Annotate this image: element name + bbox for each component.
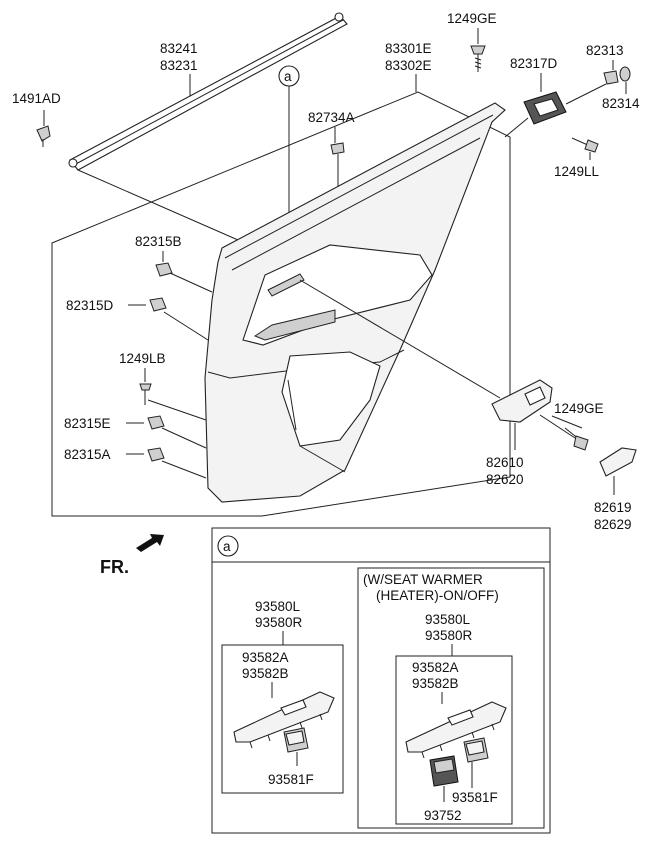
inner-handle-82610 (491, 379, 553, 423)
inset-right-box (357, 567, 545, 829)
cover-82619 (599, 447, 637, 477)
ref-a-inset-circle (217, 535, 239, 557)
inset-left-93581f: 93581F (268, 772, 314, 787)
front-direction-label: FR. (100, 557, 129, 577)
inset-left-subbox (221, 644, 344, 794)
callout-82734a: 82734A (308, 110, 355, 125)
callout-82315a: 82315A (64, 447, 111, 462)
callout-82314: 82314 (602, 96, 640, 111)
callout-83301e: 83301E (385, 41, 432, 56)
inset-left-93582a: 93582A (242, 650, 289, 665)
panel-assembly-frame (51, 91, 511, 517)
nut-82313 (603, 70, 619, 85)
door-trim-panel (204, 102, 506, 503)
ref-a-main: a (284, 69, 292, 84)
inset-left-switch-93581f (283, 727, 309, 753)
clip-1491ad (36, 125, 51, 147)
callout-83302e: 83302E (385, 58, 432, 73)
inset-left-93582b: 93582B (242, 666, 289, 681)
inset-right-93582b: 93582B (412, 676, 459, 691)
cap-82314 (619, 66, 631, 82)
callout-82620: 82620 (486, 472, 524, 487)
callout-82619: 82619 (594, 500, 632, 515)
inset-left-93580l: 93580L (255, 599, 301, 614)
callout-1249ge-mid: 1249GE (554, 401, 604, 416)
ref-a-inset: a (223, 539, 231, 554)
inset-right-93752: 93752 (424, 808, 462, 823)
inset-right-93580l: 93580L (425, 612, 471, 627)
clip-82315e (147, 415, 165, 430)
callout-82315d: 82315D (66, 298, 114, 313)
callout-1249lb: 1249LB (119, 351, 166, 366)
callout-1491ad: 1491AD (12, 91, 61, 106)
inset-detail-a (211, 527, 551, 834)
screw-1249ge-top (470, 45, 486, 72)
clip-82315d (149, 297, 167, 312)
screw-1249ll (571, 137, 599, 153)
inset-right-subbox (395, 655, 513, 825)
callout-82317d: 82317D (510, 56, 558, 71)
callout-82629: 82629 (594, 517, 632, 532)
inset-right-note-1: (W/SEAT WARMER (363, 572, 483, 587)
screw-1249ge-mid (564, 427, 589, 451)
clip-82315b (155, 262, 173, 277)
callout-82315b: 82315B (135, 234, 182, 249)
callout-82610: 82610 (486, 455, 524, 470)
callout-1249ll: 1249LL (554, 164, 600, 179)
inset-right-93581f: 93581F (452, 790, 498, 805)
inset-right-note-2: (HEATER)-ON/OFF) (376, 588, 499, 603)
inset-right-93582a: 93582A (412, 660, 459, 675)
inset-right-heater-switch-93752 (429, 755, 459, 787)
inset-left-93580r: 93580R (255, 615, 303, 630)
screw-1249lb (139, 383, 152, 405)
callout-1249ge-top: 1249GE (447, 11, 497, 26)
callout-83241: 83241 (160, 41, 198, 56)
inset-right-switch-93581f (463, 737, 489, 763)
callout-83231: 83231 (160, 58, 198, 73)
inset-left-switch-panel (233, 691, 335, 749)
callout-82315e: 82315E (64, 416, 111, 431)
inset-right-93580r: 93580R (425, 628, 473, 643)
bracket-82317d (523, 91, 567, 125)
front-arrow-icon (136, 534, 164, 552)
clip-82315a (147, 447, 165, 462)
inset-right-switch-panel (405, 701, 507, 759)
weatherstrip (68, 12, 348, 171)
callout-82313: 82313 (586, 43, 624, 58)
clip-82734a (330, 142, 345, 155)
